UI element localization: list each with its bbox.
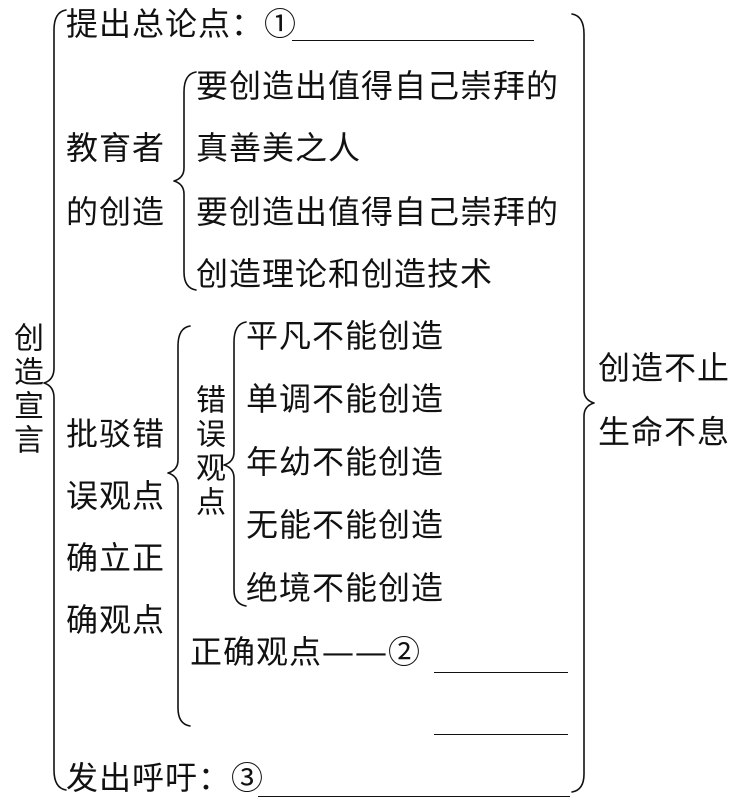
- correct-view-label: 正确观点——②: [190, 633, 422, 671]
- educator-label-line1: 教育者: [66, 129, 166, 167]
- wrong-view-item-4: 无能不能创造: [246, 506, 445, 544]
- wrong-views-brace: [223, 321, 247, 607]
- correct-view-answer-blank-2: [434, 734, 568, 735]
- wrong-view-item-2: 单调不能创造: [246, 380, 445, 418]
- refute-brace: [167, 325, 191, 727]
- refute-label-line1: 批驳错: [66, 415, 166, 453]
- conclusion-line1: 创造不止: [598, 349, 731, 387]
- wrong-view-item-3: 年幼不能创造: [246, 443, 445, 481]
- educator-item-3: 要创造出值得自己崇拜的: [196, 193, 560, 231]
- thesis-label: 提出总论点：①: [66, 5, 298, 43]
- main-left-brace: [43, 9, 67, 791]
- educator-item-1: 要创造出值得自己崇拜的: [196, 67, 560, 105]
- educator-label-line2: 的创造: [66, 193, 166, 231]
- call-label: 发出呼吁：③: [66, 759, 265, 797]
- conclusion-line2: 生命不息: [598, 413, 731, 451]
- refute-label-line2: 误观点: [66, 477, 166, 515]
- right-brace: [571, 13, 595, 793]
- call-answer-blank: [258, 796, 570, 797]
- root-label: 创造宣言: [8, 322, 43, 458]
- thesis-answer-blank: [292, 40, 534, 41]
- wrong-view-item-5: 绝境不能创造: [246, 569, 445, 607]
- educator-item-2: 真善美之人: [196, 129, 362, 167]
- refute-label-line3: 确立正: [66, 539, 166, 577]
- refute-label-line4: 确观点: [66, 601, 166, 639]
- educator-item-4: 创造理论和创造技术: [196, 255, 494, 293]
- correct-view-answer-blank-1: [434, 672, 568, 673]
- wrong-views-label: 错误观点: [190, 384, 225, 520]
- wrong-view-item-1: 平凡不能创造: [246, 317, 445, 355]
- educator-brace: [173, 71, 197, 291]
